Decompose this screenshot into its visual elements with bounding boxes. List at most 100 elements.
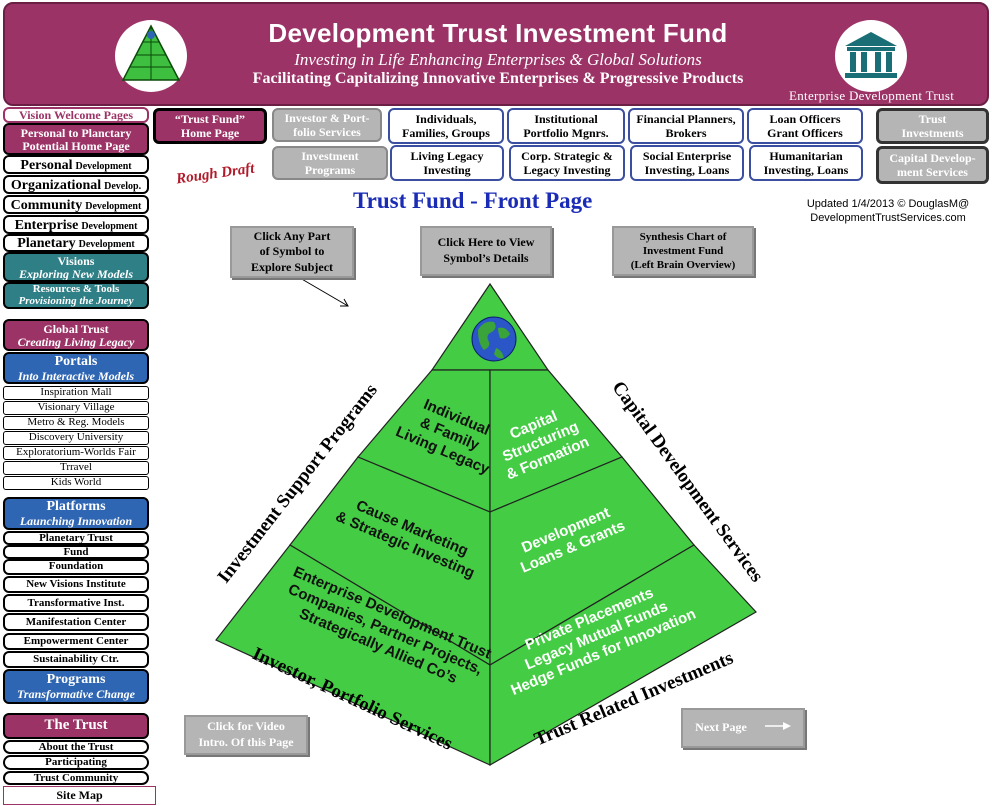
button-label: Intro. Of this Page [198,735,294,749]
nav-humanitarian[interactable]: Humanitarian Investing, Loans [749,145,863,181]
sidebar-platforms[interactable]: Platforms Launching Innovation [3,497,149,530]
nav-label: Portfolio Mgnrs. [523,126,609,140]
portal-item[interactable]: Trravel [3,461,149,475]
nav-capital-development[interactable]: Capital Develop- ment Services [876,146,989,184]
sidebar-enterprise-development[interactable]: Enterprise Development [3,215,149,234]
sidebar-visions[interactable]: Visions Exploring New Models [3,252,149,282]
view-symbol-details-button[interactable]: Click Here to View Symbol’s Details [420,226,552,276]
tier-right-bottom[interactable] [489,544,757,767]
nav-financial-planners[interactable]: Financial Planners, Brokers [628,108,744,144]
nav-institutional[interactable]: Institutional Portfolio Mgnrs. [507,108,625,144]
nav-label: Capital Develop- [889,150,976,165]
sidebar-label: Development [81,221,138,232]
nav-social-enterprise[interactable]: Social Enterprise Investing, Loans [630,145,744,181]
temple-logo-icon[interactable] [835,20,907,92]
sidebar-planetary-trust[interactable]: Planetary Trust [3,531,149,545]
sidebar-programs[interactable]: Programs Transformative Change [3,669,149,704]
portal-item[interactable]: Visionary Village [3,401,149,415]
next-page-button[interactable]: Next Page [681,708,805,748]
nav-corp-strategic[interactable]: Corp. Strategic & Legacy Investing [509,145,625,181]
nav-label: Programs [304,163,356,177]
sidebar-personal-development[interactable]: Personal Development [3,155,149,174]
nav-label: Loan Officers [769,111,841,126]
nav-trust-investments[interactable]: Trust Investments [876,108,989,144]
sidebar-label: Participating [45,756,107,768]
sidebar-vision-welcome[interactable]: Vision Welcome Pages [3,107,149,123]
nav-trust-fund-home[interactable]: “Trust Fund” Home Page [153,108,267,144]
page-title: Trust Fund - Front Page [353,188,593,213]
nav-label: Families, Groups [402,126,490,140]
site-header: Development Trust Investment Fund Invest… [3,2,989,106]
sidebar-label: Site Map [56,788,103,802]
site-tagline: Facilitating Capitalizing Innovative Ent… [252,70,744,87]
button-label: of Symbol to [259,244,325,259]
sidebar-label: Creating Living Legacy [17,334,135,349]
nav-individuals-families[interactable]: Individuals, Families, Groups [388,108,504,144]
sidebar-label: Manifestation Center [25,616,127,628]
sidebar-resources[interactable]: Resources & Tools Provisioning the Journ… [3,282,149,309]
sidebar-label: About the Trust [38,741,114,753]
sidebar-about-trust[interactable]: About the Trust [3,740,149,754]
synthesis-chart-button[interactable]: Synthesis Chart of Investment Fund (Left… [612,226,754,276]
nav-label: Home Page [180,126,240,140]
globe-icon[interactable] [471,316,517,362]
sidebar-sustainability[interactable]: Sustainability Ctr. [3,651,149,668]
portal-item-label: Discovery University [28,431,124,443]
sidebar-foundation[interactable]: Foundation [3,559,149,575]
pointer-arrow-head [340,298,349,307]
nav-label: Financial Planners, [636,111,736,126]
sidebar-label: Organizational [10,178,102,193]
sidebar-transformative-inst[interactable]: Transformative Inst. [3,594,149,612]
nav-label: folio Services [293,125,361,139]
sidebar-label: Development [78,239,135,250]
nav-label: Social Enterprise [642,148,732,163]
sidebar-new-visions[interactable]: New Visions Institute [3,576,149,593]
portal-item[interactable]: Kids World [3,476,149,490]
sidebar-label: Personal [20,158,73,173]
portal-item-label: Trravel [60,461,92,473]
nav-living-legacy[interactable]: Living Legacy Investing [390,145,504,181]
nav-label: Trust [918,111,947,126]
sidebar-the-trust[interactable]: The Trust [3,713,149,739]
sidebar-label: Development [85,201,142,212]
sidebar-manifestation[interactable]: Manifestation Center [3,613,149,631]
sidebar-label: Empowerment Center [23,635,129,647]
sidebar-label: Portals [54,354,98,369]
nav-investment-programs[interactable]: Investment Programs [272,146,388,180]
sidebar-planetary-development[interactable]: Planetary Development [3,234,149,252]
button-label: Synthesis Chart of [639,230,727,243]
portal-item-label: Visionary Village [37,401,115,413]
sidebar-portals[interactable]: Portals Into Interactive Models [3,352,149,384]
portal-item-label: Inspiration Mall [40,386,112,398]
nav-label: Investing, Loans [763,163,849,177]
video-intro-button[interactable]: Click for Video Intro. Of this Page [184,715,308,755]
portal-item[interactable]: Discovery University [3,431,149,445]
button-label: Explore Subject [250,259,334,274]
sidebar-site-map[interactable]: Site Map [3,786,156,805]
nav-loan-officers[interactable]: Loan Officers Grant Officers [747,108,863,144]
sidebar-label: Personal to Planctary [20,126,132,140]
nav-investor-portfolio[interactable]: Investor & Port- folio Services [272,108,382,142]
nav-label: ment Services [897,165,968,179]
button-label: (Left Brain Overview) [630,259,736,272]
explore-symbol-button[interactable]: Click Any Part of Symbol to Explore Subj… [230,226,354,278]
sidebar-label: Visions [57,254,95,268]
pyramid-logo-icon[interactable] [115,20,187,92]
sidebar-participating[interactable]: Participating [3,755,149,770]
portal-item[interactable]: Metro & Reg. Models [3,416,149,430]
sidebar-label: The Trust [44,717,108,733]
sidebar-personal-home[interactable]: Personal to Planctary Potential Home Pag… [3,123,149,155]
button-label: Investment Fund [642,244,724,257]
sidebar-organizational-development[interactable]: Organizational Develop. [3,175,149,194]
sidebar-global-trust[interactable]: Global Trust Creating Living Legacy [3,319,149,351]
sidebar-empowerment[interactable]: Empowerment Center [3,633,149,650]
nav-label: “Trust Fund” [174,111,246,126]
nav-label: Legacy Investing [523,163,611,177]
sidebar-fund[interactable]: Fund [3,545,149,559]
portal-item[interactable]: Inspiration Mall [3,386,149,400]
sidebar-label: Vision Welcome Pages [19,108,133,122]
sidebar-trust-community[interactable]: Trust Community [3,771,149,785]
sidebar-community-development[interactable]: Community Development [3,195,149,214]
portal-item[interactable]: Exploratorium-Worlds Fair [3,446,149,460]
